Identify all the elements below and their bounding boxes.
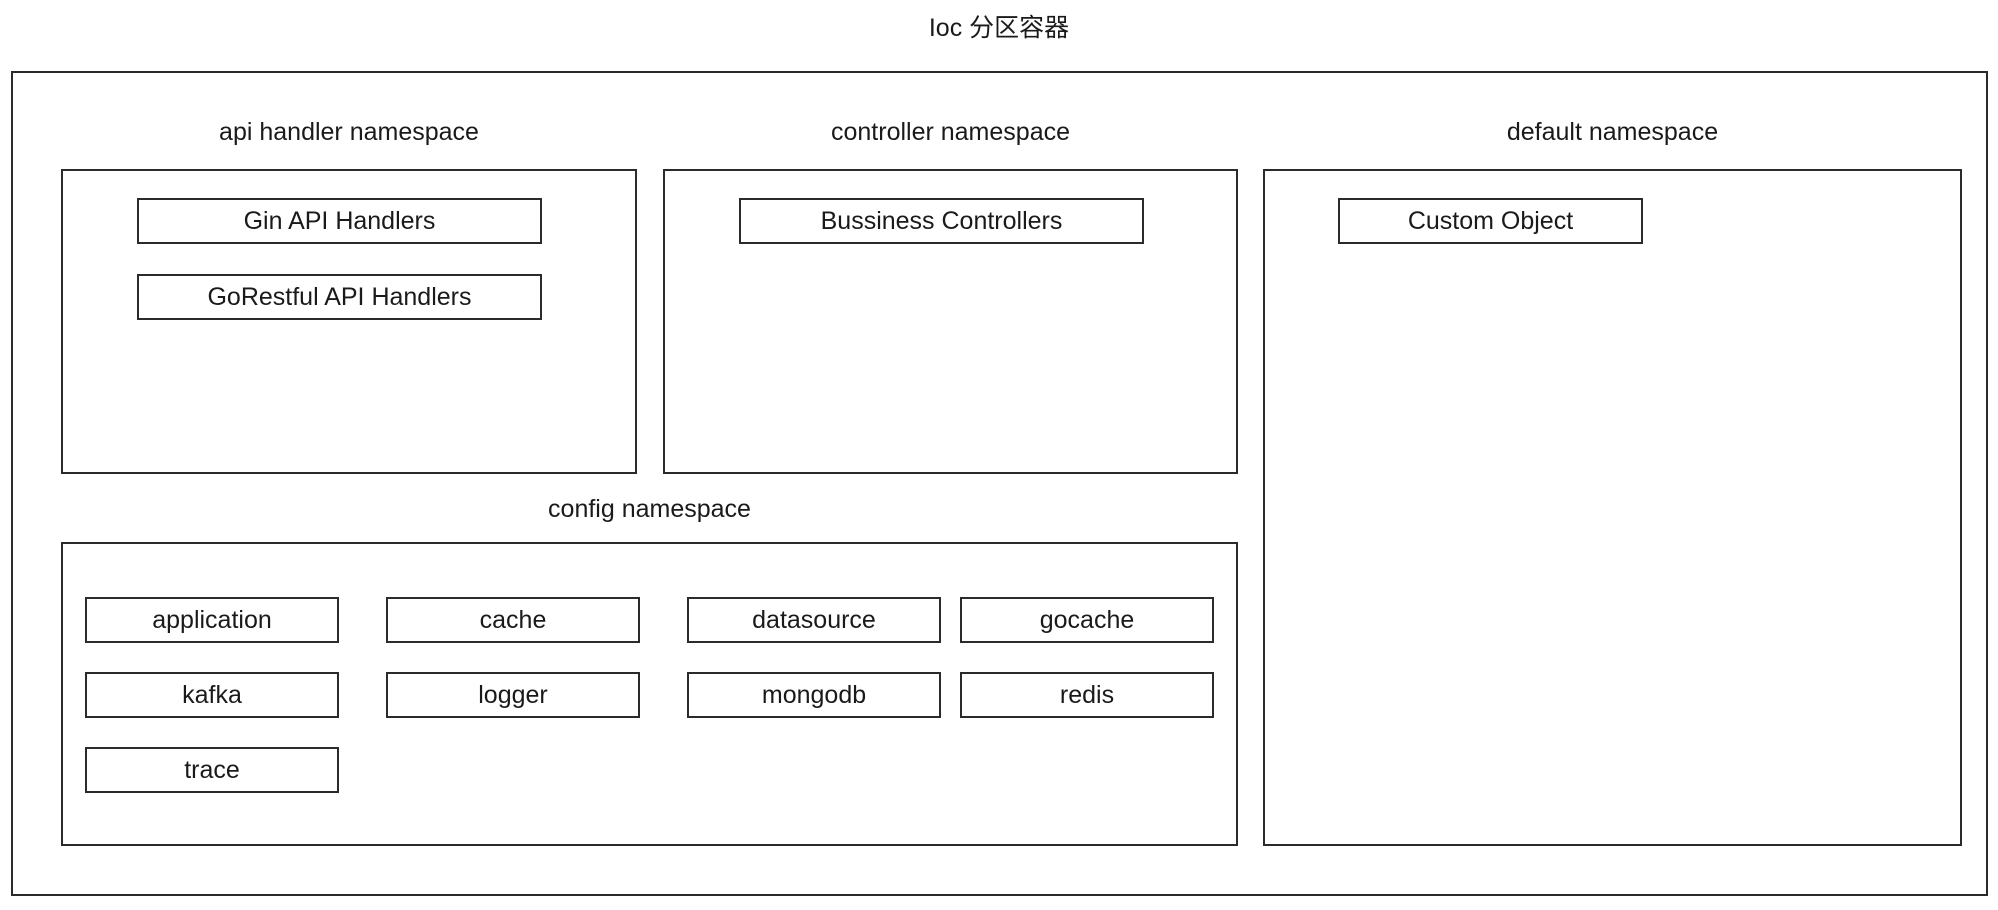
item-custom-object[interactable]: Custom Object <box>1338 198 1643 244</box>
item-logger[interactable]: logger <box>386 672 640 718</box>
item-application[interactable]: application <box>85 597 339 643</box>
item-kafka[interactable]: kafka <box>85 672 339 718</box>
item-datasource[interactable]: datasource <box>687 597 941 643</box>
item-bussiness-controllers[interactable]: Bussiness Controllers <box>739 198 1144 244</box>
item-mongodb[interactable]: mongodb <box>687 672 941 718</box>
item-gorestful-api-handlers[interactable]: GoRestful API Handlers <box>137 274 542 320</box>
item-gocache[interactable]: gocache <box>960 597 1214 643</box>
item-redis[interactable]: redis <box>960 672 1214 718</box>
namespace-label-api-handler: api handler namespace <box>219 118 479 146</box>
item-gin-api-handlers[interactable]: Gin API Handlers <box>137 198 542 244</box>
namespace-label-config: config namespace <box>548 495 751 523</box>
namespace-panel-default <box>1263 169 1962 846</box>
diagram-title: Ioc 分区容器 <box>928 14 1070 42</box>
item-cache[interactable]: cache <box>386 597 640 643</box>
namespace-label-default: default namespace <box>1506 118 1719 146</box>
item-trace[interactable]: trace <box>85 747 339 793</box>
namespace-label-controller: controller namespace <box>830 118 1070 146</box>
